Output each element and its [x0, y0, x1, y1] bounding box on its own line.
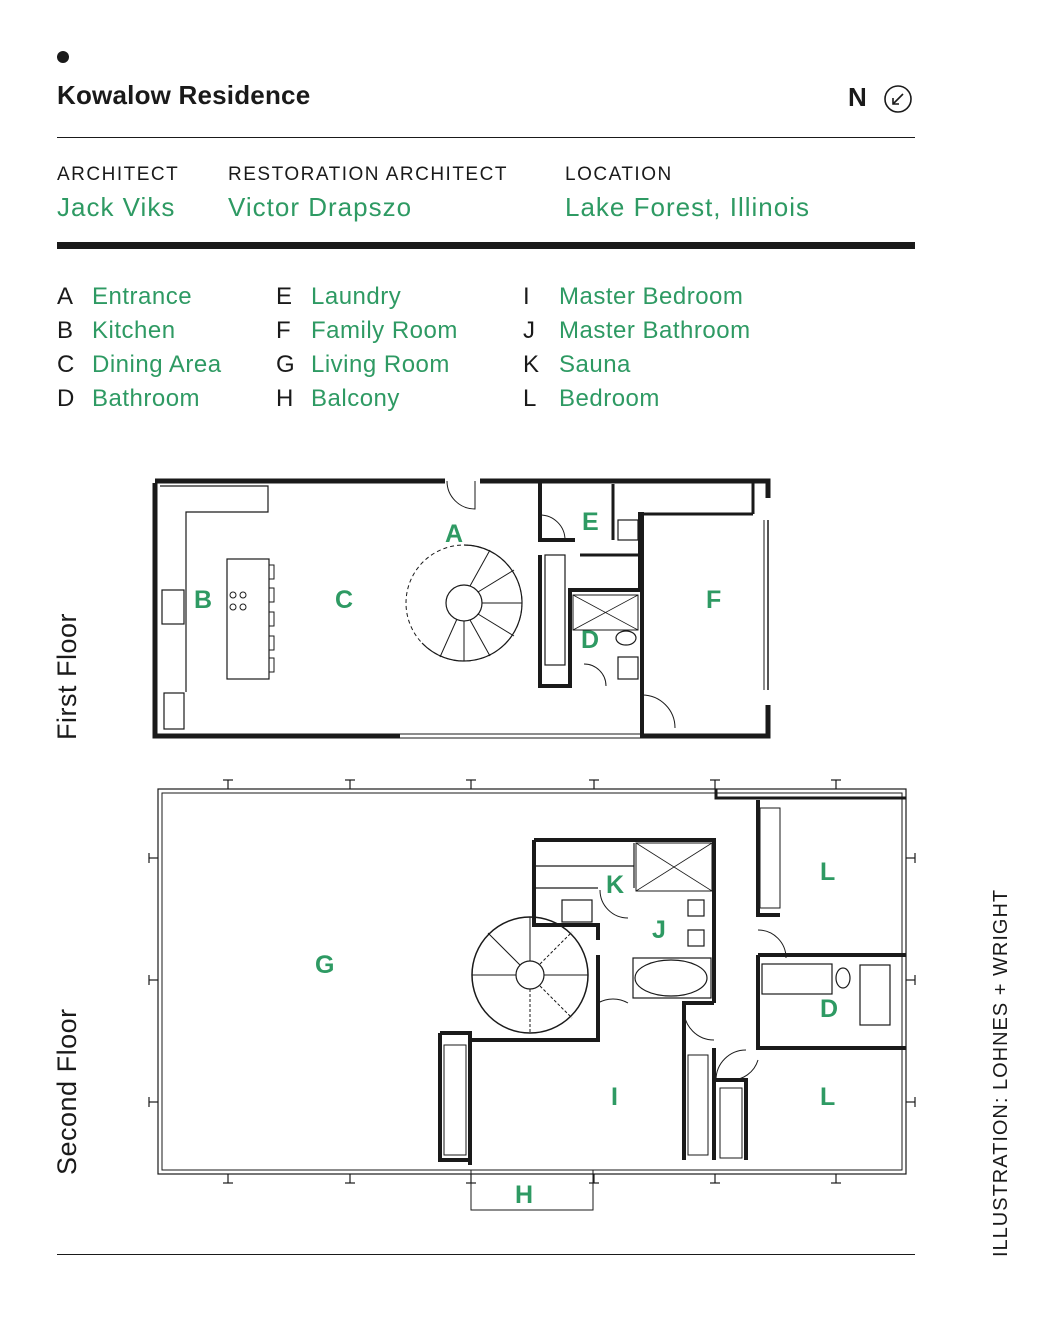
legend-letter: J: [523, 317, 535, 344]
credit-label: ARCHITECT: [57, 164, 180, 185]
legend-item: F Family Room: [276, 317, 458, 351]
legend-letter: B: [57, 317, 74, 344]
room-letter-k: K: [606, 871, 624, 899]
legend-item: H Balcony: [276, 385, 458, 419]
legend-item: A Entrance: [57, 283, 222, 317]
room-letter-h: H: [515, 1181, 533, 1209]
legend-name: Family Room: [311, 317, 458, 344]
room-letter-c: C: [335, 586, 353, 614]
north-arrow-icon: [884, 85, 912, 113]
legend-item: L Bedroom: [523, 385, 751, 419]
credit-label: RESTORATION ARCHITECT: [228, 164, 508, 185]
legend-item: E Laundry: [276, 283, 458, 317]
first-floor-plan: [152, 478, 771, 739]
legend-letter: H: [276, 385, 294, 412]
credit-architect: ARCHITECT Jack Viks: [57, 164, 179, 223]
legend-item: J Master Bathroom: [523, 317, 751, 351]
legend-item: G Living Room: [276, 351, 458, 385]
legend-name: Living Room: [311, 351, 450, 378]
legend-item: I Master Bedroom: [523, 283, 751, 317]
legend-name: Kitchen: [92, 317, 176, 344]
legend-item: D Bathroom: [57, 385, 222, 419]
header-divider: [57, 137, 915, 138]
north-label: N: [848, 82, 867, 112]
legend-item: K Sauna: [523, 351, 751, 385]
footer-divider: [57, 1254, 915, 1255]
room-letter-l: L: [820, 1083, 835, 1111]
credit-location: LOCATION Lake Forest, Illinois: [565, 164, 810, 223]
bullet-dot: [57, 51, 69, 63]
legend-name: Dining Area: [92, 351, 222, 378]
legend-column-2: E Laundry F Family Room G Living Room H Balc…: [276, 283, 458, 419]
legend-name: Bathroom: [92, 385, 201, 412]
credits-divider: [57, 242, 915, 249]
legend-name: Balcony: [311, 385, 400, 412]
room-letter-i: I: [611, 1083, 618, 1111]
room-letter-a: A: [445, 520, 463, 548]
room-letter-g: G: [315, 951, 334, 979]
room-letter-f: F: [706, 586, 721, 614]
room-letter-b: B: [194, 586, 212, 614]
legend-name: Master Bedroom: [559, 283, 744, 310]
room-letter-d: D: [581, 626, 599, 654]
legend-name: Master Bathroom: [559, 317, 751, 344]
credit-label: LOCATION: [565, 164, 673, 185]
legend-name: Sauna: [559, 351, 631, 378]
legend-letter: L: [523, 385, 537, 412]
legend-letter: K: [523, 351, 540, 378]
legend-letter: D: [57, 385, 75, 412]
legend-item: B Kitchen: [57, 317, 222, 351]
legend-name: Laundry: [311, 283, 402, 310]
room-letter-d: D: [820, 995, 838, 1023]
credit-value: Lake Forest, Illinois: [565, 192, 810, 222]
page-title: Kowalow Residence: [57, 80, 311, 110]
legend-name: Bedroom: [559, 385, 660, 412]
legend-letter: A: [57, 283, 74, 310]
credit-value: Jack Viks: [57, 192, 176, 222]
legend-letter: G: [276, 351, 295, 378]
credit-restoration-architect: RESTORATION ARCHITECT Victor Drapszo: [228, 164, 508, 223]
second-floor-plan: [148, 779, 916, 1211]
legend-letter: F: [276, 317, 291, 344]
room-letter-e: E: [582, 508, 599, 536]
legend-letter: I: [523, 283, 530, 310]
legend-item: C Dining Area: [57, 351, 222, 385]
legend-name: Entrance: [92, 283, 193, 310]
legend-letter: E: [276, 283, 293, 310]
legend-letter: C: [57, 351, 75, 378]
room-letter-l: L: [820, 858, 835, 886]
room-letter-j: J: [652, 916, 666, 944]
legend-column-1: A Entrance B Kitchen C Dining Area D Bathroo…: [57, 283, 222, 419]
credit-value: Victor Drapszo: [228, 192, 413, 222]
